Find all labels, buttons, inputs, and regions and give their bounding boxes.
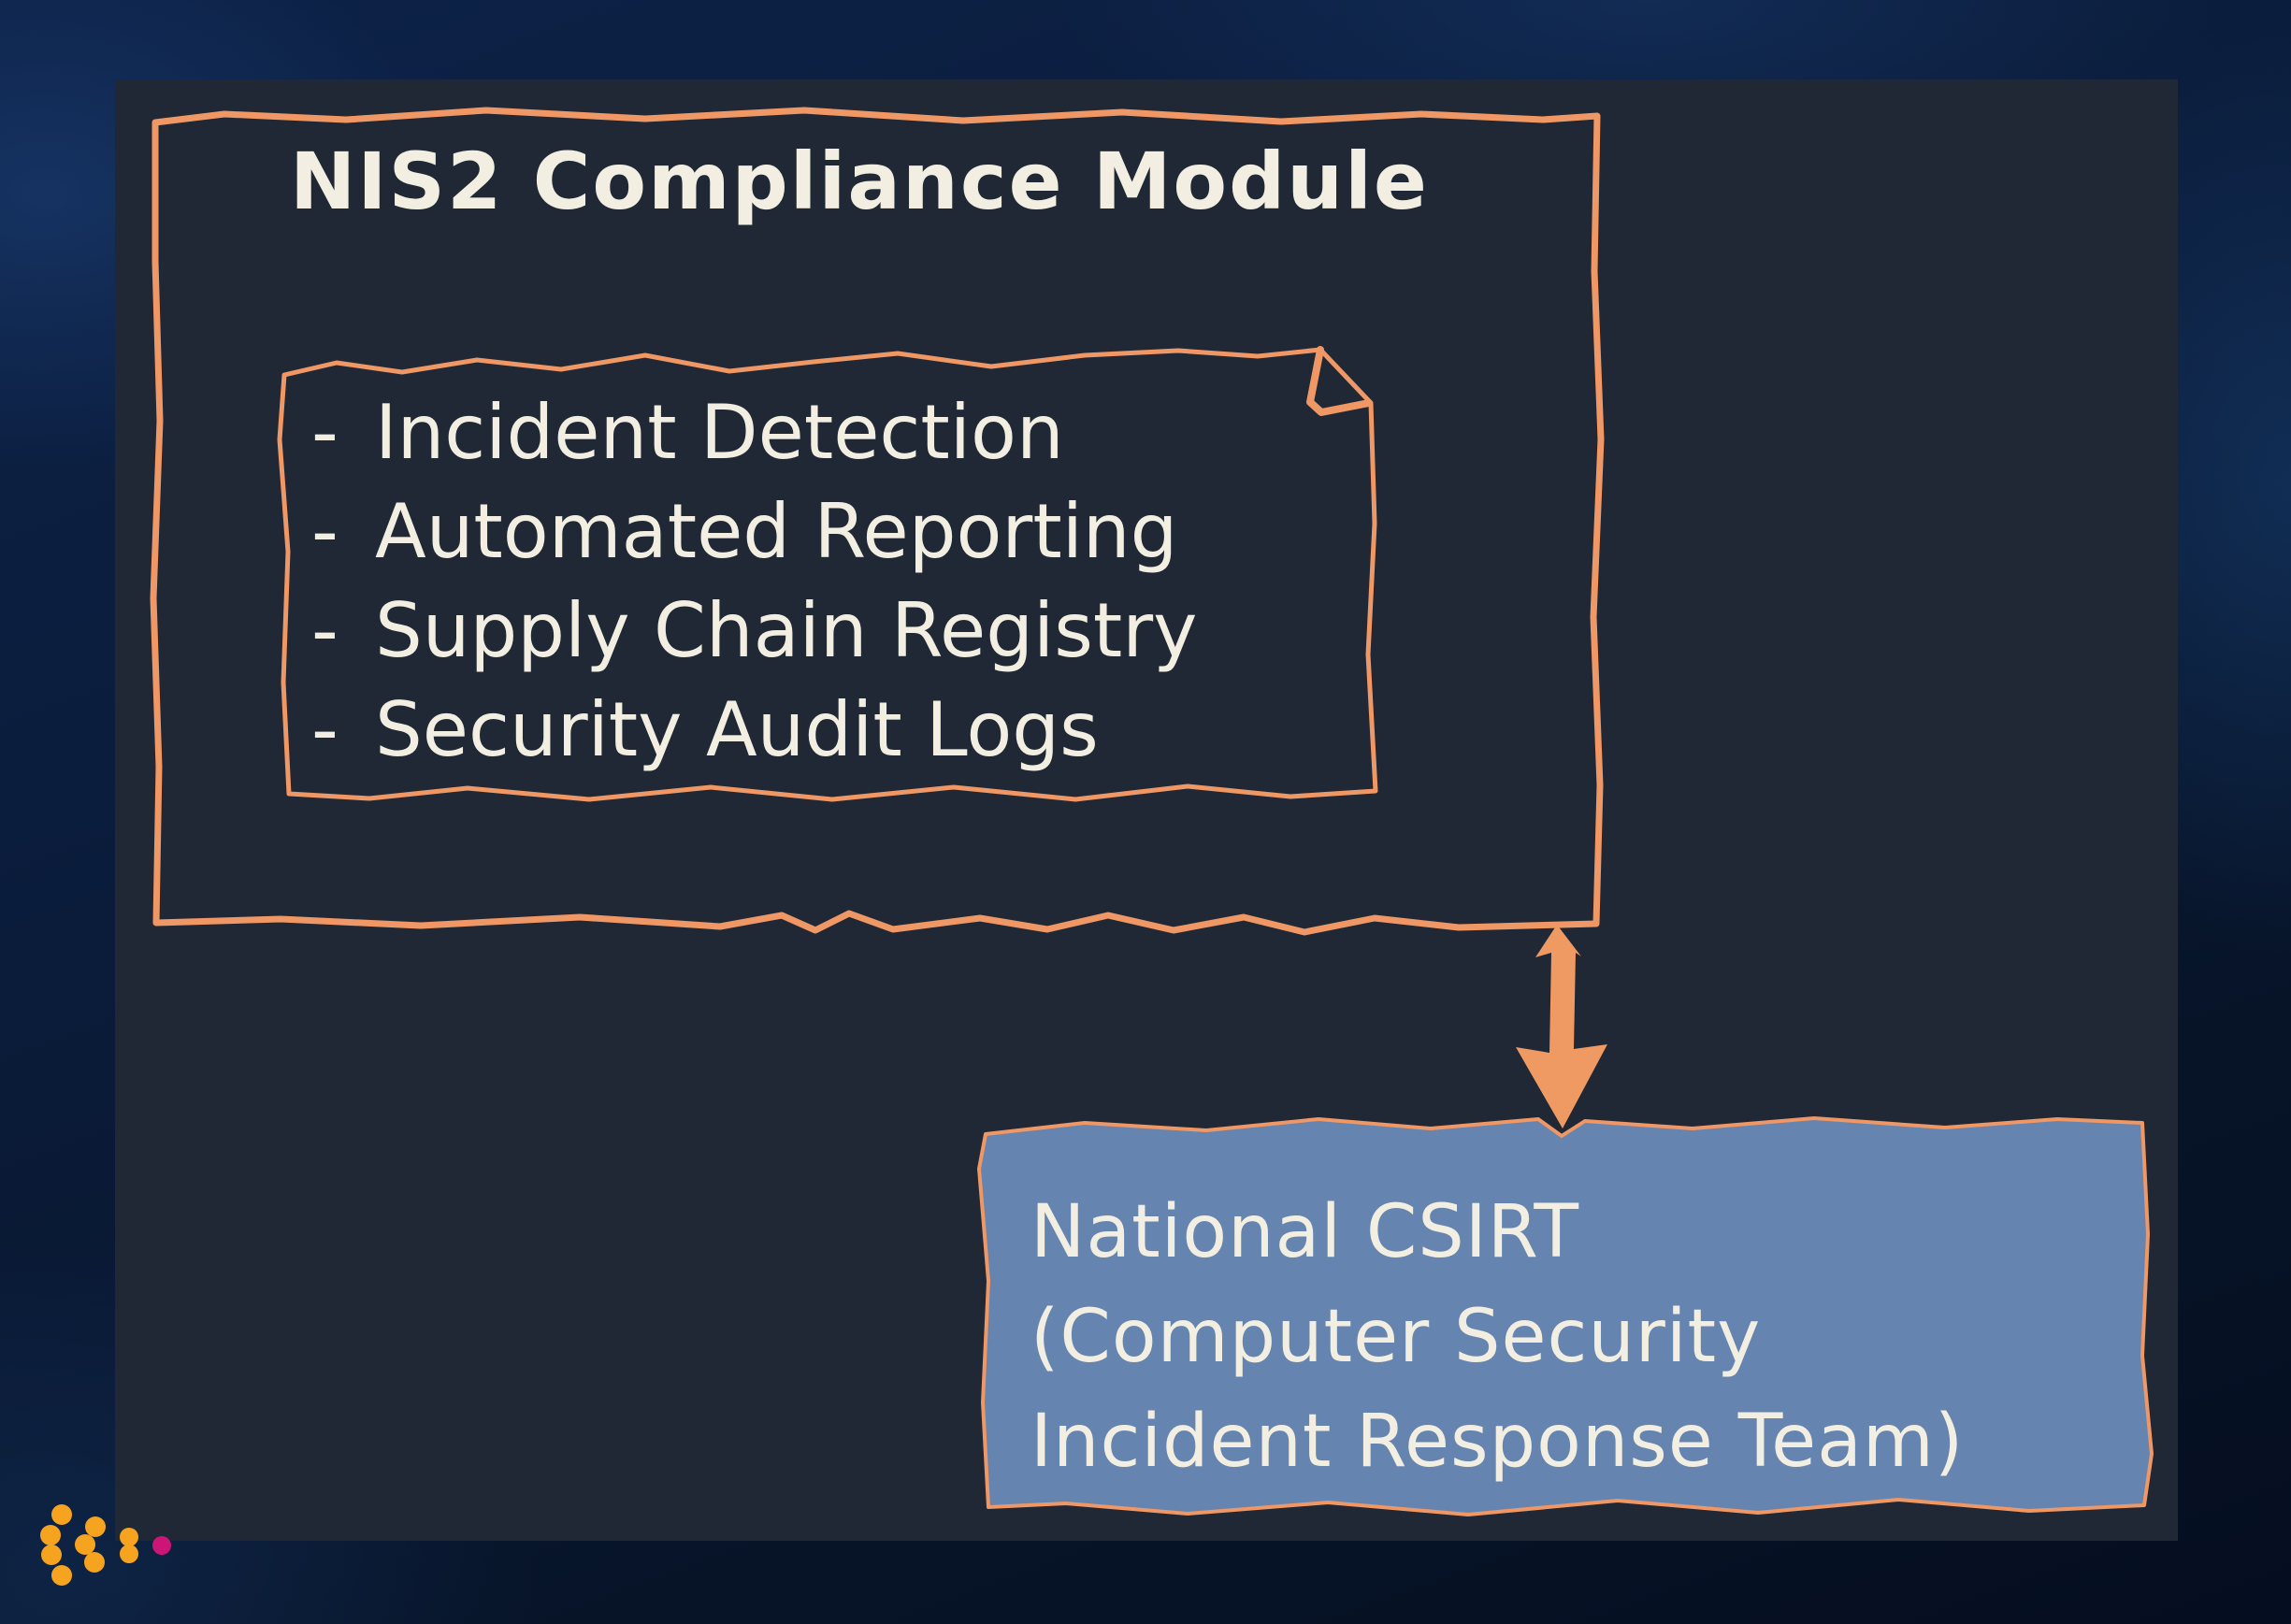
- module-box-outline: [150, 107, 1605, 936]
- module-box-title: NIS2 Compliance Module: [290, 136, 1429, 227]
- list-item-label: Incident Detection: [375, 389, 1064, 476]
- logo-dot: [41, 1545, 62, 1565]
- logo-dot: [51, 1504, 72, 1525]
- logo-dot: [40, 1525, 61, 1545]
- logo-dot: [75, 1534, 95, 1555]
- list-item: - Automated Reporting: [311, 482, 1359, 582]
- list-item-label: Security Audit Logs: [375, 686, 1099, 773]
- logo-dot: [84, 1552, 105, 1573]
- logo-dot: [120, 1545, 138, 1563]
- note-fold-icon: [1306, 346, 1373, 416]
- list-item-label: Automated Reporting: [375, 488, 1178, 575]
- csirt-box-text: National CSIRT (Computer Security Incide…: [1030, 1180, 2134, 1494]
- list-item-label: Supply Chain Registry: [375, 587, 1198, 674]
- list-item-dash: -: [311, 488, 339, 575]
- dots-logo: [40, 1504, 171, 1586]
- list-item-dash: -: [311, 389, 339, 476]
- note-outline: [277, 347, 1378, 802]
- logo-dot: [85, 1516, 106, 1537]
- feature-list: - Incident Detection - Automated Reporti…: [311, 383, 1359, 780]
- list-item: - Security Audit Logs: [311, 681, 1359, 780]
- csirt-line: (Computer Security: [1030, 1295, 1762, 1379]
- list-item: - Supply Chain Registry: [311, 582, 1359, 681]
- csirt-line: Incident Response Team): [1030, 1400, 1965, 1484]
- list-item-dash: -: [311, 587, 339, 674]
- csirt-box-shape: [977, 1116, 2154, 1516]
- logo-dot: [120, 1528, 138, 1546]
- list-item-dash: -: [311, 686, 339, 773]
- list-item: - Incident Detection: [311, 383, 1359, 482]
- logo-dot-magenta: [152, 1536, 171, 1555]
- down-arrow-connector: [1516, 925, 1607, 1128]
- logo-dot: [51, 1565, 72, 1586]
- csirt-line: National CSIRT: [1030, 1190, 1579, 1274]
